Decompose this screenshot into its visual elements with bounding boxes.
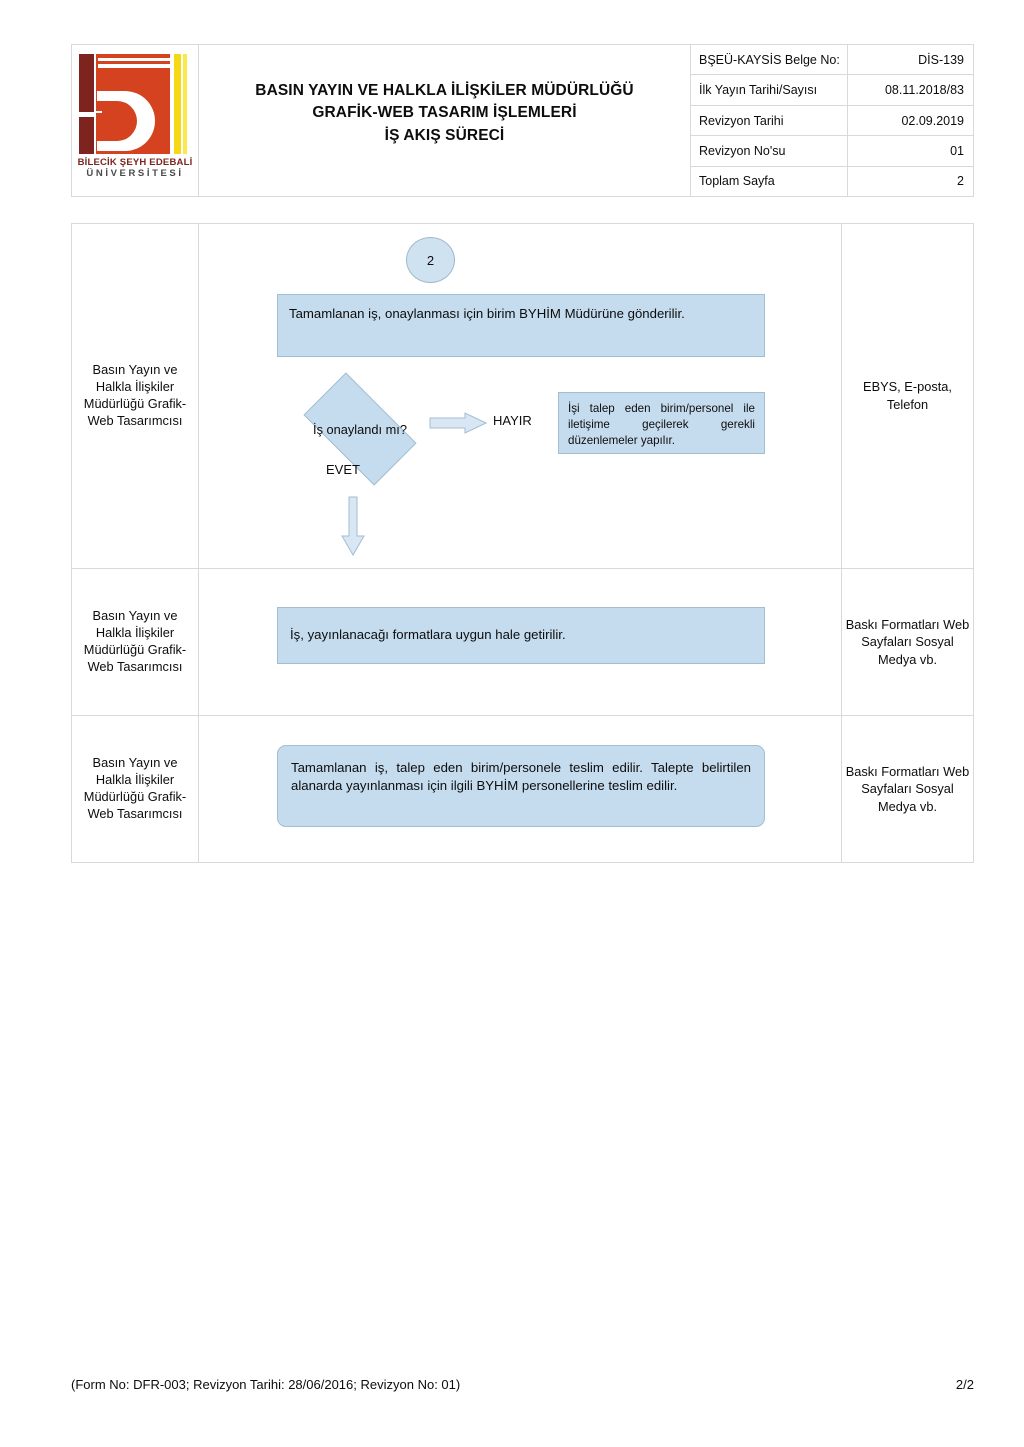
documents-cell-2: Baskı Formatları Web Sayfaları Sosyal Me…	[845, 616, 970, 667]
meta-value-toplam-sayfa: 2	[848, 166, 974, 197]
logo-yellow-stripe-2	[183, 53, 187, 154]
meta-value-revizyon-no: 01	[848, 136, 974, 166]
branch-label-yes: EVET	[326, 462, 360, 477]
flow-row: Basın Yayın ve Halkla İlişkiler Müdürlüğ…	[72, 224, 973, 569]
footer-page-number: 2/2	[955, 1377, 974, 1392]
document-footer: (Form No: DFR-003; Revizyon Tarihi: 28/0…	[71, 1377, 974, 1392]
connector-label: 2	[426, 252, 435, 268]
meta-label-belge-no: BŞEÜ-KAYSİS Belge No:	[691, 45, 848, 75]
document-meta-table: BŞEÜ-KAYSİS Belge No: DİS-139 İlk Yayın …	[691, 45, 974, 197]
branch-label-no: HAYIR	[493, 413, 532, 428]
meta-label-toplam-sayfa: Toplam Sayfa	[691, 166, 848, 197]
title-line-2: GRAFİK-WEB TASARIM İŞLEMLERİ	[312, 104, 577, 122]
meta-row: BŞEÜ-KAYSİS Belge No: DİS-139	[691, 45, 974, 76]
document-header: BİLECİK ŞEYH EDEBALİ ÜNİVERSİTESİ BASIN …	[71, 44, 974, 197]
flowchart-cell-3: Tamamlanan iş, talep eden birim/personel…	[199, 716, 842, 862]
meta-row: Revizyon No'su 01	[691, 136, 974, 167]
logo-white-stripe-1	[98, 57, 170, 61]
arrow-right-icon	[429, 412, 487, 434]
process-box-text: Tamamlanan iş, talep eden birim/personel…	[291, 760, 751, 793]
document-title: BASIN YAYIN VE HALKLA İLİŞKİLER MÜDÜRLÜĞ…	[255, 80, 633, 147]
logo-stem-lower	[79, 116, 94, 154]
flow-row: Basın Yayın ve Halkla İlişkiler Müdürlüğ…	[72, 569, 973, 716]
meta-value-belge-no: DİS-139	[848, 45, 974, 75]
decision-label: İş onaylandı mı?	[313, 421, 407, 437]
decision-node-approval: İş onaylandı mı?	[280, 372, 440, 486]
process-box-text: İşi talep eden birim/personel ile iletiş…	[568, 402, 755, 447]
meta-row: İlk Yayın Tarihi/Sayısı 08.11.2018/83	[691, 75, 974, 106]
process-box-delivery: Tamamlanan iş, talep eden birim/personel…	[277, 745, 765, 827]
logo-white-stripe-2	[98, 63, 170, 68]
logo-university-name-line2: ÜNİVERSİTESİ	[86, 168, 184, 180]
logo-stem-gap	[96, 110, 102, 113]
logo-cell: BİLECİK ŞEYH EDEBALİ ÜNİVERSİTESİ	[72, 45, 199, 196]
title-line-1: BASIN YAYIN VE HALKLA İLİŞKİLER MÜDÜRLÜĞ…	[255, 81, 634, 99]
actor-cell-2: Basın Yayın ve Halkla İlişkiler Müdürlüğ…	[72, 569, 199, 715]
university-logo-mark	[79, 51, 191, 155]
arrow-down-icon	[341, 496, 365, 556]
process-box-approval-send: Tamamlanan iş, onaylanması için birim BY…	[277, 294, 765, 357]
process-box-no-branch: İşi talep eden birim/personel ile iletiş…	[558, 392, 765, 454]
flowchart-cell-2: İş, yayınlanacağı formatlara uygun hale …	[199, 569, 842, 715]
university-logo: BİLECİK ŞEYH EDEBALİ ÜNİVERSİTESİ	[75, 49, 195, 195]
meta-label-revizyon-tarihi: Revizyon Tarihi	[691, 105, 848, 136]
logo-b-bowl-inner	[97, 100, 137, 141]
meta-row: Revizyon Tarihi 02.09.2019	[691, 105, 974, 137]
title-line-3: İŞ AKIŞ SÜRECİ	[384, 126, 505, 144]
meta-value-revizyon-tarihi: 02.09.2019	[848, 105, 974, 136]
flow-row: Basın Yayın ve Halkla İlişkiler Müdürlüğ…	[72, 716, 973, 863]
connector-node-2: 2	[406, 237, 455, 283]
documents-cell-1: EBYS, E-posta, Telefon	[863, 379, 952, 412]
meta-row: Toplam Sayfa 2	[691, 166, 974, 197]
actor-cell-3: Basın Yayın ve Halkla İlişkiler Müdürlüğ…	[72, 716, 199, 862]
meta-value-ilk-yayin: 08.11.2018/83	[848, 75, 974, 105]
actor-cell-1: Basın Yayın ve Halkla İlişkiler Müdürlüğ…	[72, 224, 199, 568]
footer-form-info: (Form No: DFR-003; Revizyon Tarihi: 28/0…	[71, 1377, 461, 1392]
process-flow-table: Basın Yayın ve Halkla İlişkiler Müdürlüğ…	[71, 223, 974, 863]
logo-yellow-stripe-1	[174, 53, 181, 154]
meta-label-revizyon-no: Revizyon No'su	[691, 136, 848, 166]
document-title-cell: BASIN YAYIN VE HALKLA İLİŞKİLER MÜDÜRLÜĞ…	[199, 45, 691, 196]
process-box-text: İş, yayınlanacağı formatlara uygun hale …	[290, 627, 566, 642]
flowchart-cell-1: 2 Tamamlanan iş, onaylanması için birim …	[199, 224, 842, 568]
logo-university-name-line1: BİLECİK ŞEYH EDEBALİ	[77, 156, 193, 168]
process-box-format: İş, yayınlanacağı formatlara uygun hale …	[277, 607, 765, 664]
documents-cell-3: Baskı Formatları Web Sayfaları Sosyal Me…	[845, 763, 970, 814]
logo-stem-upper	[79, 53, 94, 112]
meta-label-ilk-yayin: İlk Yayın Tarihi/Sayısı	[691, 75, 848, 105]
process-box-text: Tamamlanan iş, onaylanması için birim BY…	[289, 306, 685, 321]
